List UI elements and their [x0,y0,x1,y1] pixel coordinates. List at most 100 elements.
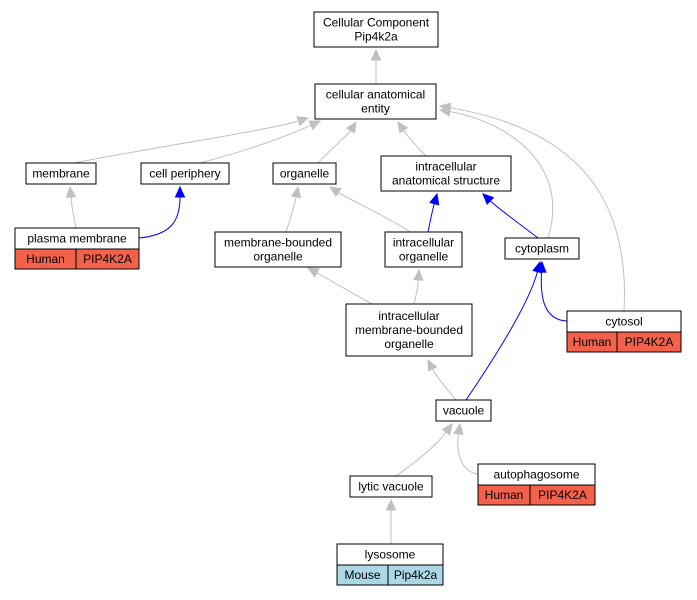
human-annotation-cell [616,331,682,353]
edge-arrowhead [427,358,438,372]
edge-line [489,200,539,239]
node-membrane[interactable]: membrane [25,162,97,185]
edge-line [465,271,538,401]
edge-arrowhead [308,120,322,131]
node-label-line: cytosol [605,315,642,329]
edge-organelle-to-cae [317,120,357,164]
node-label-line: intracellular [415,160,476,174]
edge-vacuole-to-imbo [427,358,457,401]
edge-line [413,279,419,305]
edge-lytic-to-vacuole [395,423,453,477]
node-cellperiph[interactable]: cell periphery [140,162,230,185]
edge-line [285,196,297,233]
node-label-line: lytic vacuole [358,480,424,494]
edge-arrowhead [532,260,543,274]
node-box [272,162,337,185]
human-annotation-label: Human [485,488,524,502]
node-label-line: cellular anatomical [326,88,425,102]
node-box [214,231,342,268]
edge-lysosome-to-lytic [385,498,397,544]
mouse-annotation-label: Pip4k2a [394,568,438,582]
node-box [345,303,473,357]
node-organelle[interactable]: organelle [272,162,337,185]
node-box [349,475,433,498]
node-label-line: cell periphery [149,167,220,181]
edge-imbo-to-mbo [306,267,373,305]
edge-arrowhead [385,498,397,511]
edge-layer [65,48,625,544]
edge-arrowhead [328,186,342,198]
edge-arrowhead [441,423,453,436]
node-lytic[interactable]: lytic vacuole [349,475,433,498]
node-label-line: organelle [253,250,303,264]
human-annotation-cell [75,248,140,270]
human-annotation-label: PIP4K2A [83,252,132,266]
edge-arrowhead [413,268,424,281]
node-box [384,231,463,268]
node-label-line: organelle [399,250,449,264]
edge-arrowhead [65,185,77,198]
edge-membrane-to-cae [73,116,310,164]
edge-vacuole-to-cyto [465,260,543,401]
human-annotation-label: PIP4K2A [538,488,587,502]
node-box [435,399,492,422]
edge-line [70,196,77,229]
edge-autoph-to-vacuole [453,422,479,475]
edge-line [449,107,625,312]
node-box [313,11,439,48]
human-annotation-label: PIP4K2A [625,335,674,349]
edge-mbo-to-organelle [285,185,302,233]
edge-line [449,111,554,239]
node-box [504,237,580,260]
edge-arrowhead [438,102,452,113]
edge-line [138,196,181,239]
edge-line [432,368,457,401]
node-label-line: membrane [32,167,90,181]
edge-line [403,130,427,157]
edge-line [457,433,479,475]
edge-line [427,203,435,233]
edge-arrowhead [453,422,464,436]
node-label-line: intracellular [378,309,439,323]
edge-arrowhead [174,185,186,198]
node-label-line: autophagosome [493,468,579,482]
mouse-annotation-cell [387,564,444,586]
node-cyto[interactable]: cytoplasm [504,237,580,260]
edge-line [316,272,373,305]
node-label-line: Pip4k2a [354,30,398,44]
edge-cytosol-to-cae [438,102,625,312]
node-label-line: lysosome [365,548,416,562]
node-box [380,155,512,192]
edge-arrowhead [429,192,440,206]
edge-arrowhead [346,120,357,134]
node-label-line: membrane-bounded [224,236,332,250]
edge-line [338,192,411,233]
node-box [140,162,230,185]
node-label-line: membrane-bounded [355,323,463,337]
node-box [314,83,437,120]
node-vacuole[interactable]: vacuole [435,399,492,422]
node-box [25,162,97,185]
edge-pm-to-membrane [65,185,77,229]
human-annotation-cell [529,484,596,506]
edge-arrowhead [306,267,320,278]
edge-arrowhead [290,185,302,199]
human-annotation-label: Human [26,252,65,266]
edge-io-to-organelle [328,186,411,233]
edge-line [73,120,299,164]
edge-line [395,431,447,477]
node-label-line: plasma membrane [27,232,127,246]
edge-cae-to-root [370,48,382,84]
